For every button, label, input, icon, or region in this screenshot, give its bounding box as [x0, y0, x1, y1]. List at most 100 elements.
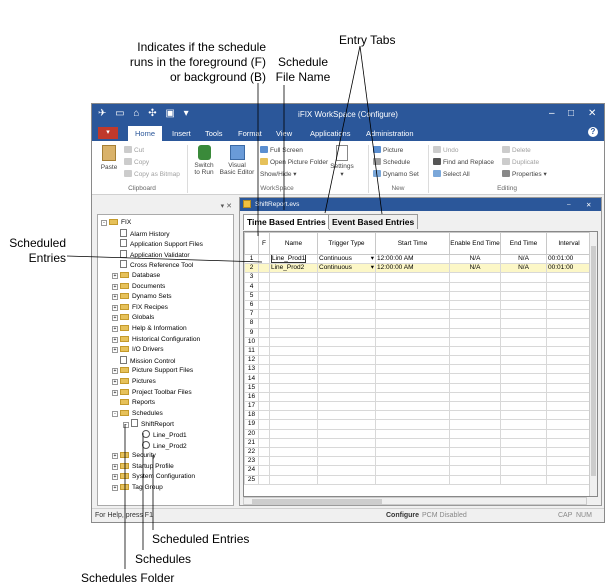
cell-interval[interactable]: 00:01:00 [546, 253, 592, 265]
close-icon[interactable]: ✕ [588, 108, 597, 119]
table-row[interactable]: 20 [244, 428, 592, 439]
empty-cell[interactable] [546, 419, 592, 430]
table-row[interactable]: 14 [244, 373, 592, 384]
empty-cell[interactable] [317, 373, 376, 384]
empty-cell[interactable] [269, 309, 318, 320]
cell-interval[interactable]: 00:01:00 [546, 263, 592, 274]
tree-item[interactable]: Alarm History [112, 228, 170, 239]
empty-cell[interactable] [269, 474, 318, 485]
empty-cell[interactable] [375, 474, 450, 485]
table-row[interactable]: 21 [244, 437, 592, 448]
empty-cell[interactable] [546, 290, 592, 301]
table-row[interactable]: 15 [244, 382, 592, 393]
empty-cell[interactable] [375, 400, 450, 412]
empty-cell[interactable] [546, 345, 592, 357]
empty-cell[interactable] [449, 456, 501, 467]
delete-button[interactable]: Delete [502, 146, 531, 154]
tab-event-based-entries[interactable]: Event Based Entries [328, 214, 419, 229]
empty-cell[interactable] [546, 281, 592, 292]
empty-cell[interactable] [375, 382, 450, 393]
empty-cell[interactable] [317, 299, 376, 311]
expand-icon[interactable]: + [112, 347, 118, 354]
empty-cell[interactable] [449, 290, 501, 301]
empty-cell[interactable] [258, 364, 270, 375]
table-row[interactable]: 12 [244, 355, 592, 366]
column-header-enable-end-time[interactable]: Enable End Time [449, 232, 501, 255]
empty-cell[interactable] [269, 446, 318, 458]
empty-cell[interactable] [375, 327, 450, 338]
table-row[interactable]: 4 [244, 281, 592, 292]
empty-cell[interactable] [269, 410, 318, 421]
tree-item[interactable]: +Startup Profile [112, 462, 174, 472]
empty-cell[interactable] [546, 456, 592, 467]
table-row[interactable]: 9 [244, 327, 592, 338]
empty-cell[interactable] [375, 437, 450, 448]
empty-cell[interactable] [375, 446, 450, 458]
empty-cell[interactable] [269, 318, 318, 329]
file-menu-icon[interactable]: ▾ [98, 127, 118, 139]
tab-insert[interactable]: Insert [172, 129, 191, 138]
settings-button[interactable]: Settings ▾ [329, 145, 355, 178]
empty-cell[interactable] [317, 474, 376, 485]
tree-item[interactable]: +Database [112, 271, 160, 281]
table-row[interactable]: 3 [244, 272, 592, 283]
empty-cell[interactable] [258, 318, 270, 329]
empty-cell[interactable] [500, 474, 547, 485]
empty-cell[interactable] [500, 382, 547, 393]
empty-cell[interactable] [500, 327, 547, 338]
expand-icon[interactable]: + [112, 294, 118, 301]
properties-button[interactable]: Properties ▾ [502, 170, 547, 178]
empty-cell[interactable] [317, 364, 376, 375]
empty-cell[interactable] [375, 309, 450, 320]
minimize-icon[interactable]: ‒ [549, 108, 555, 119]
tree-item[interactable]: Application Validator [112, 249, 190, 260]
empty-cell[interactable] [269, 290, 318, 301]
empty-cell[interactable] [258, 272, 270, 283]
empty-cell[interactable] [317, 410, 376, 421]
empty-cell[interactable] [317, 456, 376, 467]
collapse-icon[interactable]: - [101, 220, 107, 226]
empty-cell[interactable] [546, 309, 592, 320]
empty-cell[interactable] [449, 327, 501, 338]
empty-cell[interactable] [375, 281, 450, 292]
empty-cell[interactable] [317, 309, 376, 320]
empty-cell[interactable] [546, 318, 592, 329]
empty-cell[interactable] [449, 400, 501, 412]
collapse-icon[interactable]: - [112, 410, 118, 417]
expand-icon[interactable]: + [112, 389, 118, 396]
tab-tools[interactable]: Tools [205, 129, 223, 138]
table-row[interactable]: 19 [244, 419, 592, 430]
empty-cell[interactable] [546, 437, 592, 448]
new-picture-button[interactable]: Picture [373, 146, 403, 154]
empty-cell[interactable] [258, 345, 270, 357]
expand-icon[interactable]: + [112, 453, 118, 460]
empty-cell[interactable] [449, 410, 501, 421]
empty-cell[interactable] [500, 419, 547, 430]
cell-trigger-type[interactable]: Continuous▾ [317, 253, 376, 265]
empty-cell[interactable] [500, 465, 547, 476]
empty-cell[interactable] [269, 391, 318, 403]
expand-icon[interactable]: + [112, 379, 118, 385]
tree-item[interactable]: +System Configuration [112, 472, 195, 482]
empty-cell[interactable] [449, 437, 501, 448]
empty-cell[interactable] [449, 391, 501, 403]
empty-cell[interactable] [546, 428, 592, 439]
empty-cell[interactable] [317, 290, 376, 301]
table-row[interactable]: 17 [244, 400, 592, 412]
empty-cell[interactable] [269, 281, 318, 292]
table-row[interactable]: 11 [244, 345, 592, 357]
empty-cell[interactable] [500, 437, 547, 448]
help-icon[interactable]: ? [588, 127, 598, 137]
empty-cell[interactable] [546, 391, 592, 403]
empty-cell[interactable] [269, 400, 318, 412]
expand-icon[interactable]: + [112, 485, 118, 491]
empty-cell[interactable] [375, 272, 450, 283]
empty-cell[interactable] [500, 400, 547, 412]
empty-cell[interactable] [269, 428, 318, 439]
undo-button[interactable]: Undo [433, 146, 459, 154]
expand-icon[interactable]: + [112, 463, 118, 470]
empty-cell[interactable] [375, 456, 450, 467]
empty-cell[interactable] [317, 327, 376, 338]
empty-cell[interactable] [269, 272, 318, 283]
empty-cell[interactable] [375, 355, 450, 366]
